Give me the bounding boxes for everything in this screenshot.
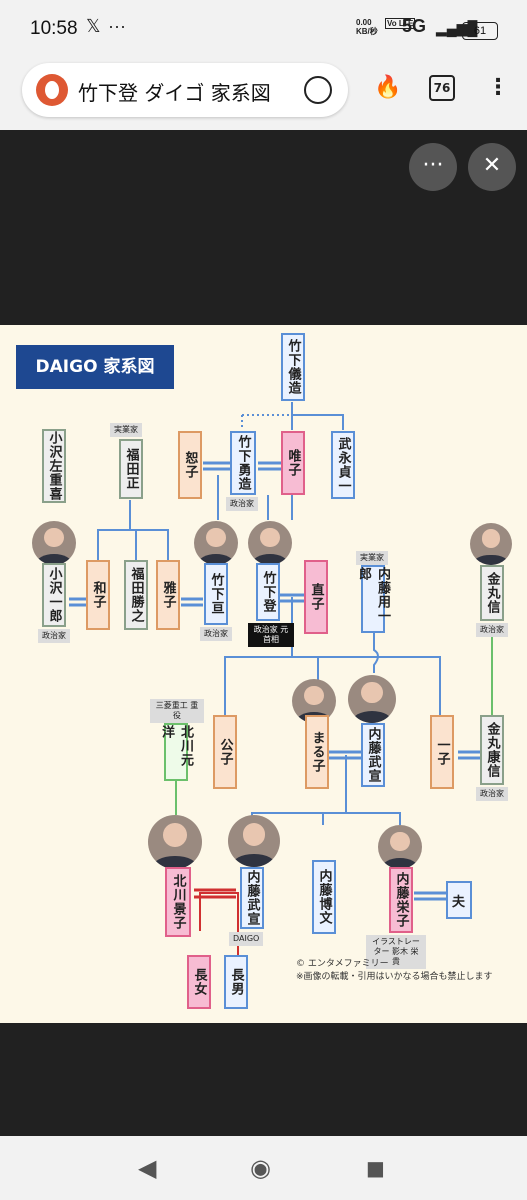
- tag-wataru: 政治家: [200, 627, 232, 641]
- person-husband: 夫: [446, 881, 472, 919]
- person-gizo: 竹下儀造: [281, 333, 305, 401]
- url-title: 竹下登 ダイゴ 家系図: [78, 81, 271, 105]
- photo-naito-eiko: [378, 825, 422, 869]
- person-kanamaru-yasunobu: 金丸康信: [480, 715, 504, 785]
- person-naito-takenobu: 内藤武宣: [361, 723, 385, 787]
- system-nav-bar: ◀ ◉ ■: [0, 1136, 527, 1200]
- person-yuzo: 竹下勇造: [230, 431, 256, 495]
- more-notifications-icon: ···: [108, 16, 126, 36]
- close-viewer-button[interactable]: ✕: [468, 143, 516, 191]
- person-daigo: 内藤武宣: [240, 867, 264, 929]
- network-speed-unit: KB/秒: [356, 27, 378, 36]
- photo-noboru: [248, 521, 292, 565]
- family-tree-image: DAIGO 家系図 竹下儀造 唯子 武永貞一 恕子 竹下勇造 政治家 小沢左重喜…: [0, 325, 527, 1023]
- photo-naito-takenobu: [348, 675, 396, 723]
- person-naito-yoichiro: 内藤用一郎: [356, 565, 390, 633]
- battery-icon: 61: [462, 22, 498, 40]
- fire-icon[interactable]: 🔥: [374, 75, 402, 100]
- address-bar[interactable]: 竹下登 ダイゴ 家系図: [22, 63, 348, 117]
- signal-icon: ▂▄▆█: [436, 20, 478, 36]
- person-chonan: 長男: [224, 955, 248, 1009]
- network-speed: 0.00 KB/秒: [356, 18, 378, 36]
- chart-header: DAIGO 家系図: [16, 345, 174, 389]
- person-masako: 雅子: [156, 560, 180, 630]
- tag-eiko: イラストレーター 影木 栄貴: [366, 935, 426, 969]
- network-type: 5G: [402, 16, 427, 36]
- recent-apps-icon[interactable]: ■: [366, 1156, 385, 1180]
- tag-naito-yoichiro: 実業家: [356, 551, 388, 565]
- back-icon[interactable]: ◀: [138, 1154, 157, 1182]
- person-ichiko: 一子: [430, 715, 454, 789]
- more-options-button[interactable]: ···: [409, 143, 457, 191]
- status-bar: 10:58 𝕏 ··· 0.00 KB/秒 Vo LTE 5G ▂▄▆█ 61: [0, 0, 527, 60]
- status-time: 10:58: [30, 18, 78, 39]
- person-yoshiko: 恕子: [178, 431, 202, 499]
- network-speed-value: 0.00: [356, 18, 372, 27]
- ai-chat-icon[interactable]: [304, 76, 332, 104]
- person-kanamaru-shin: 金丸信: [480, 565, 504, 621]
- photo-kitagawa-keiko: [148, 815, 202, 869]
- tab-count-button[interactable]: 76: [429, 75, 455, 101]
- home-icon[interactable]: ◉: [250, 1154, 271, 1182]
- tag-ozawa: 政治家: [38, 629, 70, 643]
- x-app-icon: 𝕏: [86, 16, 101, 36]
- tag-daigo: DAIGO: [229, 932, 264, 946]
- person-take-tei: 武永貞一: [331, 431, 355, 499]
- person-kitagawa-keiko: 北川景子: [165, 867, 191, 937]
- browser-toolbar: 竹下登 ダイゴ 家系図 🔥 76 ⋮: [0, 60, 527, 130]
- person-fukuda-katsuyuki: 福田勝之: [124, 560, 148, 630]
- person-kimiko: 公子: [213, 715, 237, 789]
- credit: © エンタメファミリー ※画像の転載・引用はいかなる場合も禁止します: [296, 958, 493, 984]
- person-noboru: 竹下登: [256, 563, 280, 621]
- person-ozawa-sakishi: 小沢左重喜: [42, 429, 66, 503]
- photo-wataru: [194, 521, 238, 565]
- credit-copyright: © エンタメファミリー: [296, 959, 389, 969]
- person-chojo: 長女: [187, 955, 211, 1009]
- tag-fukuda-tadashi: 実業家: [110, 423, 142, 437]
- photo-ozawa-ichiro: [32, 521, 76, 565]
- photo-daigo: [228, 815, 280, 867]
- person-naito-hirofumi: 内藤博文: [312, 860, 336, 934]
- tag-yuzo: 政治家: [226, 497, 258, 511]
- tag-kanamaru-shin: 政治家: [476, 623, 508, 637]
- tag-noboru: 政治家 元首相: [248, 623, 294, 647]
- person-naoko: 直子: [304, 560, 328, 634]
- tag-kanamaru-yasunobu: 政治家: [476, 787, 508, 801]
- photo-kanamaru-shin: [470, 523, 512, 565]
- person-ozawa-ichiro: 小沢一郎: [42, 563, 66, 627]
- person-kitagawa-motomi: 北川元洋: [159, 723, 193, 781]
- person-naito-eiko: 内藤栄子: [389, 867, 413, 933]
- person-wataru: 竹下亘: [204, 563, 228, 625]
- tag-kitagawa: 三菱重工 重役: [150, 699, 204, 723]
- person-kazuko: 和子: [86, 560, 110, 630]
- person-fukuda-tadashi: 福田正: [119, 439, 143, 499]
- person-yukiko: 唯子: [281, 431, 305, 495]
- person-maruko: まる子: [305, 715, 329, 789]
- volte-icon: Vo LTE: [385, 18, 416, 29]
- duckduckgo-logo-icon: [36, 74, 68, 106]
- credit-notice: ※画像の転載・引用はいかなる場合も禁止します: [296, 972, 493, 982]
- menu-kebab-icon[interactable]: ⋮: [487, 75, 509, 100]
